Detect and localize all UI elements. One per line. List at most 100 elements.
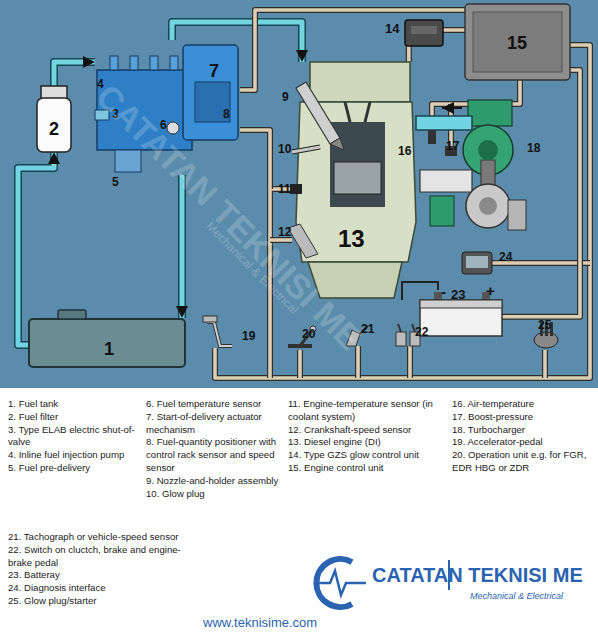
- fuel-filter: 2: [37, 86, 71, 152]
- injection-pump-shape: [170, 56, 178, 70]
- glow-control-unit-shape: [405, 20, 443, 46]
- nozzle-holder: [330, 138, 344, 150]
- glow-control-unit: 14: [405, 20, 443, 46]
- legend-text: 14. Type GZS glow control unit: [288, 449, 419, 460]
- injection-pump-shape: [183, 45, 238, 140]
- glow-control-unit-shape: [411, 26, 437, 34]
- legend-entry: 5. Fuel pre-delivery: [8, 462, 136, 475]
- legend-text: 5. Fuel pre-delivery: [8, 462, 90, 473]
- glow-control-unit-shape: [405, 20, 443, 46]
- signal-wire: [407, 346, 413, 378]
- pedal-symbol: [207, 322, 232, 346]
- callout-number: -: [441, 284, 446, 299]
- callout-number: 17: [446, 140, 459, 152]
- legend-entry: 2. Fuel filter: [8, 411, 136, 424]
- legend-entry: 19. Accelerator-pedal: [452, 436, 594, 449]
- legend-entry: 21. Tachograph or vehicle-speed sensor: [8, 531, 188, 544]
- legend-entry: 11. Engine-temperature sensor (in coolan…: [288, 398, 448, 424]
- logo-text: CATATAN TEKNISI ME: [372, 565, 583, 585]
- background-panel: [0, 0, 598, 388]
- signal-wire: [408, 46, 409, 62]
- intake-pipe: [416, 116, 472, 130]
- fuel-tank-shape: [58, 310, 86, 319]
- legend-entry: 10. Glow plug: [146, 488, 281, 501]
- turbocharger: [479, 197, 497, 215]
- legend-text: 20. Operation unit e.g. for FGR, EDR HBG…: [452, 449, 586, 473]
- legend-text: 9. Nozzle-and-holder assembly: [146, 475, 278, 486]
- legend-column: 16. Air-temperature17. Boost-pressure18.…: [452, 398, 594, 475]
- callout-number: 9: [282, 91, 289, 103]
- logo-icon: [318, 571, 366, 595]
- legend-entry: 1. Fuel tank: [8, 398, 136, 411]
- callout-number: 1: [104, 340, 114, 358]
- intake-pipe: [416, 108, 472, 130]
- crankshaft-sensor: [288, 224, 318, 258]
- signal-wire: [502, 70, 580, 317]
- callout-number: 2: [49, 120, 59, 138]
- legend-entry: 12. Crankshaft-speed sensor: [288, 424, 448, 437]
- legend-text: 12. Crankshaft-speed sensor: [288, 424, 411, 435]
- callout-number: 12: [278, 226, 291, 238]
- legend-text: 21. Tachograph or vehicle-speed sensor: [8, 531, 179, 542]
- signal-wire: [542, 350, 548, 378]
- signal-wire: [215, 45, 590, 378]
- turbocharger: [430, 196, 454, 226]
- legend-entry: 24. Diagnosis interface: [8, 582, 188, 595]
- legend-text: 19. Accelerator-pedal: [452, 436, 543, 447]
- engine-control-unit-shape: [465, 4, 570, 80]
- legend-text: 16. Air-temperature: [452, 398, 534, 409]
- glow-plug: [292, 147, 320, 152]
- temperature-sensor: [290, 184, 302, 194]
- legend-entry: 22. Switch on cluctch, brake and engine-…: [8, 544, 188, 570]
- battery-cable: [402, 282, 438, 300]
- signal-wire: [240, 130, 270, 189]
- engine-control-unit-shape: [473, 12, 562, 72]
- fuel-line: [54, 62, 95, 86]
- legend-entry: 20. Operation unit e.g. for FGR, EDR HBG…: [452, 449, 594, 475]
- callout-number: 8: [223, 108, 230, 120]
- signal-wire: [408, 346, 412, 378]
- fuel-tank: 1: [28, 318, 186, 368]
- legend-text: 7. Start-of-delivery actuator mechanism: [146, 411, 262, 435]
- turbocharger: [466, 184, 510, 228]
- legend-entry: 4. Inline fuel injection pump: [8, 449, 136, 462]
- legend-text: 17. Boost-pressure: [452, 411, 533, 422]
- signal-wire: [297, 350, 303, 378]
- signal-wire: [298, 350, 302, 378]
- legend-entry: 6. Fuel temperature sensor: [146, 398, 281, 411]
- fuel-line: [18, 152, 54, 345]
- signal-wire: [355, 346, 361, 378]
- callout-number: 18: [527, 142, 540, 154]
- crankshaft-sensor: [288, 224, 318, 258]
- legend-entry: 7. Start-of-delivery actuator mechanism: [146, 411, 281, 437]
- signal-wire: [443, 27, 465, 33]
- callout-number: 19: [242, 330, 255, 342]
- callout-number: 11: [278, 183, 291, 195]
- legend-text: 3. Type ELAB electric shut-of-valve: [8, 424, 135, 448]
- legend-entry: 15. Engine control unit: [288, 462, 448, 475]
- injection-pump-shape: [150, 56, 158, 70]
- injection-pump-shape: [110, 56, 118, 70]
- callout-number: 5: [112, 176, 119, 188]
- signal-wire: [443, 28, 465, 32]
- legend-text: 24. Diagnosis interface: [8, 582, 106, 593]
- diesel-engine-shape: [310, 62, 410, 102]
- signal-wire: [502, 70, 580, 317]
- legend-entry: 13. Diesel engine (DI): [288, 436, 448, 449]
- legend-text: 8. Fuel-quantity positioner with control…: [146, 436, 276, 473]
- turbocharger: [478, 140, 498, 160]
- callout-number: 22: [415, 326, 428, 338]
- legend-column: 21. Tachograph or vehicle-speed sensor 22…: [8, 531, 188, 608]
- signal-wire: [407, 46, 411, 62]
- fuel-tank-shape: [29, 319, 185, 367]
- injection-pump-shape: [130, 56, 138, 70]
- diagnosis-interface: [462, 252, 492, 274]
- injection-pump-shape: [195, 82, 230, 122]
- injection-pump-shape: [115, 150, 141, 172]
- fuel-filter-shape: [37, 98, 71, 152]
- callout-number: 15: [507, 34, 527, 52]
- battery-cable: [402, 282, 438, 300]
- diesel-engine-shape: [296, 102, 416, 262]
